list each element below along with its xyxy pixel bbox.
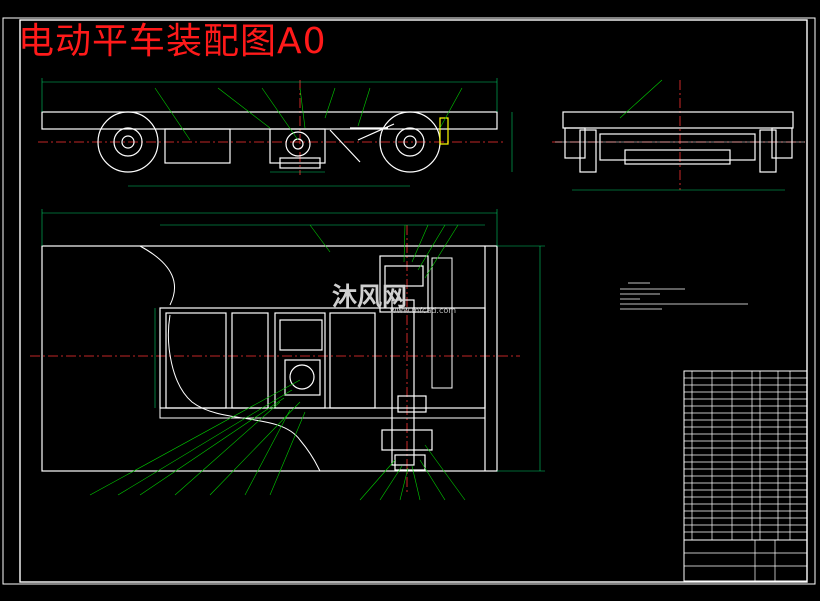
leader-lines	[89, 79, 663, 501]
front-view	[41, 111, 498, 173]
front-wheel-left	[97, 111, 159, 173]
side-view	[555, 111, 805, 173]
drawing-title: 电动平车装配图A0	[18, 21, 327, 62]
dimension-lines	[41, 78, 785, 472]
watermark-url: www.mfcad.com	[390, 306, 457, 315]
drawing-frame	[2, 17, 816, 585]
technical-notes	[620, 282, 748, 310]
plan-view	[41, 245, 498, 472]
parts-list-table	[683, 370, 808, 582]
watermark-brand: 沐风网	[332, 282, 408, 311]
